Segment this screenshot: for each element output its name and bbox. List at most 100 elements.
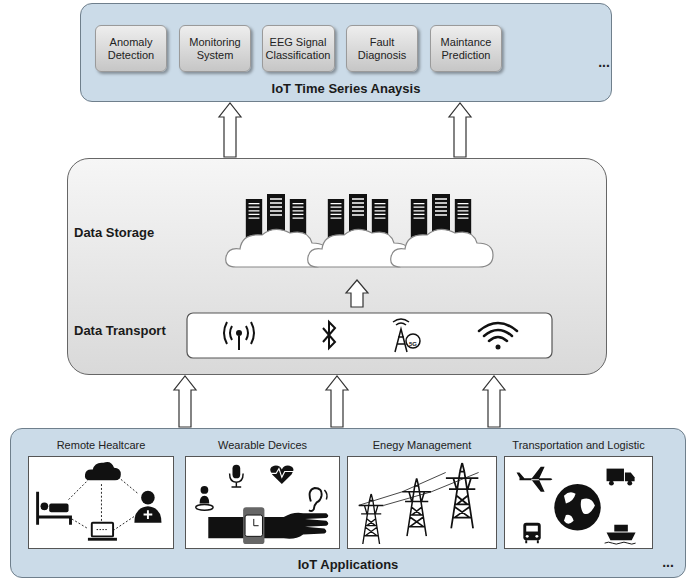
function-label: Maintance Prediction: [433, 36, 499, 62]
cloud-shapes: [226, 229, 493, 267]
transport-strip: [187, 313, 552, 358]
wearable-illustration-part: [196, 504, 213, 510]
server-towers-part: [411, 199, 427, 239]
function-box: Anomaly Detection: [95, 25, 167, 72]
energy-illustration-part: [402, 478, 431, 536]
radio-icon: [224, 322, 254, 350]
wearable-illustration-part: [309, 488, 322, 511]
function-label: Anomaly Detection: [98, 36, 164, 62]
application-box: Transportation and Logistic: [504, 456, 653, 549]
block-arrow: [174, 376, 196, 427]
5g-tower-icon-part: [406, 334, 420, 348]
5g-tower-icon-part: [393, 319, 409, 325]
healthcare-illustration-part: [41, 502, 49, 510]
transport-illustration-part: [526, 526, 538, 532]
transport-illustration-part: [535, 535, 538, 538]
transport-illustration: [505, 457, 651, 547]
application-title: Remote Healtcare: [57, 439, 146, 452]
ellipsis: ...: [662, 554, 674, 570]
transport-illustration-part: [627, 481, 632, 486]
section-label: Data Storage: [74, 225, 606, 241]
application-title: Wearable Devices: [218, 439, 307, 452]
wifi-icon-part: [496, 345, 501, 350]
wearable-illustration-part: [200, 496, 210, 504]
transport-illustration-part: [526, 540, 538, 543]
wearable-illustration-part: [230, 473, 244, 487]
label-holder: ...: [662, 553, 674, 571]
wifi-icon: [479, 323, 517, 350]
wifi-icon-part: [479, 323, 517, 341]
application-title: Enegy Management: [373, 439, 471, 452]
function-box: Fault Diagnosis: [346, 25, 418, 72]
wearable-illustration-part: [232, 465, 240, 479]
panel-title: IoT Applications: [298, 557, 399, 573]
energy-illustration-part: [446, 463, 479, 529]
storage-transport-illustration: [68, 159, 605, 373]
ellipsis: ...: [598, 54, 610, 70]
transport-illustration-part: [625, 472, 635, 481]
healthcare-illustration-part: [141, 491, 155, 505]
transport-illustration-part: [564, 492, 595, 524]
wearable-illustration-part: [254, 519, 259, 526]
healthcare-illustration-part: [85, 462, 121, 480]
server-towers-part: [246, 199, 262, 239]
wearable-illustration: [186, 457, 338, 547]
block-arrow: [483, 376, 505, 427]
healthcare-illustration-part: [144, 510, 153, 519]
healthcare-illustration: [29, 457, 172, 547]
transport-illustration-part: [609, 481, 614, 486]
healthcare-illustration-part: [38, 492, 71, 525]
label-holder: 5G: [409, 332, 417, 350]
energy-illustration-part: [359, 494, 384, 544]
function-box: EEG Signal Classification: [262, 25, 335, 72]
5g-tower-icon: [393, 319, 420, 352]
healthcare-illustration-part: [88, 538, 117, 541]
function-box: Monitoring System: [179, 25, 251, 72]
function-label: EEG Signal Classification: [265, 36, 332, 62]
block-arrow: [449, 103, 471, 157]
transport-illustration-part: [554, 484, 600, 530]
transport-illustration-part: [607, 532, 636, 540]
transport-illustration-part: [517, 467, 553, 492]
radio-icon-part: [224, 322, 254, 344]
application-title: Transportation and Logistic: [512, 439, 644, 452]
panel-title: IoT Time Series Anaysis: [272, 81, 421, 97]
function-box: Maintance Prediction: [430, 25, 502, 72]
block-arrow: [219, 103, 241, 157]
healthcare-illustration-part: [92, 523, 113, 537]
wearable-illustration-part: [268, 469, 295, 478]
server-towers-part: [328, 199, 344, 239]
radio-icon-part: [238, 336, 240, 350]
healthcare-illustration-part: [134, 506, 161, 522]
application-box: Wearable Devices: [185, 456, 340, 549]
wearable-illustration-part: [245, 515, 262, 536]
radio-icon-part: [236, 330, 242, 336]
function-label: Monitoring System: [182, 36, 248, 62]
wearable-illustration-part: [243, 507, 264, 544]
layer-panel: Anomaly Detection Monitoring System EEG Si…: [80, 3, 612, 102]
bluetooth-icon: [323, 322, 335, 348]
transport-illustration-part: [526, 535, 529, 538]
section-label: Data Transport: [74, 323, 606, 339]
transport-illustration-part: [523, 523, 540, 540]
transport-illustration-part: [614, 525, 628, 532]
wearable-illustration-part: [201, 486, 209, 494]
wearable-illustration-part: [324, 490, 327, 500]
up-arrow: [346, 280, 368, 307]
healthcare-illustration-part: [49, 503, 68, 512]
network-label: 5G: [409, 341, 417, 347]
energy-illustration: [348, 457, 495, 547]
application-box: Enegy Management: [347, 456, 497, 549]
wearable-illustration-part: [270, 466, 293, 485]
wearable-illustration-part: [208, 513, 328, 539]
block-arrow: [326, 376, 348, 427]
transport-illustration-part: [605, 542, 636, 544]
cloud-shapes-part: [391, 229, 493, 267]
healthcare-illustration-part: [97, 529, 109, 530]
layer-panel: Remote Healtcare Wearable Devices Enegy …: [10, 428, 686, 578]
transport-illustration-part: [607, 469, 624, 482]
layer-panel: Data StorageData Transport: [67, 158, 607, 375]
application-box: Remote Healtcare: [28, 456, 174, 549]
function-label: Fault Diagnosis: [349, 36, 415, 62]
